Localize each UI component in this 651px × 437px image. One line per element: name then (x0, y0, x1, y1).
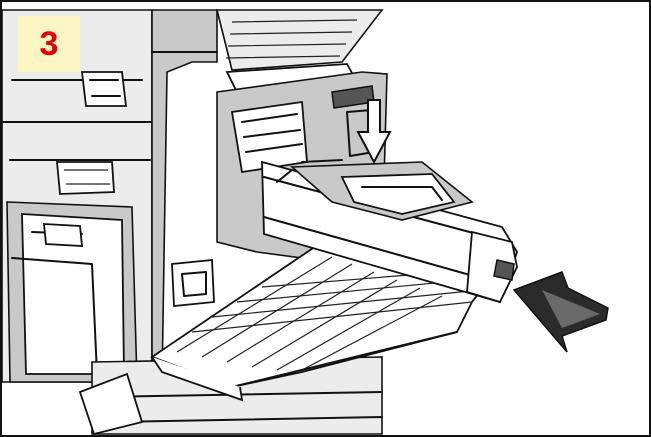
down-arrow-icon (356, 99, 392, 165)
printer-body-icon (2, 9, 383, 435)
toner-cartridge-icon (261, 159, 518, 304)
insert-direction-arrow-icon (512, 271, 609, 353)
step-number-badge: 3 (18, 16, 80, 72)
